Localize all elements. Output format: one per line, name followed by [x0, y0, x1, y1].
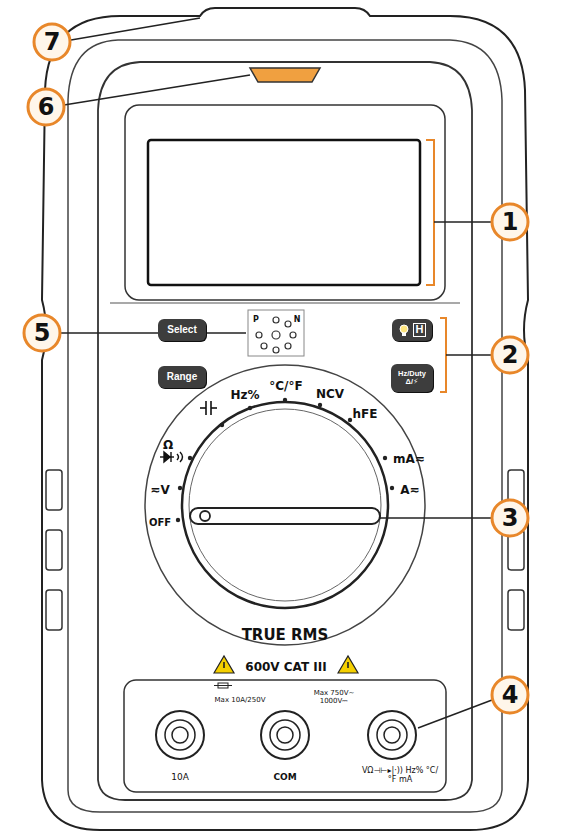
- dial-label-box: °C/°F: [269, 375, 302, 394]
- rotary-knob: [182, 402, 388, 608]
- dial-label: Hz%: [230, 389, 259, 402]
- callout-number: 7: [44, 29, 61, 55]
- knob-rim: [189, 409, 381, 601]
- voltage-rating-box: Max 750V~ 1000V⎓: [312, 688, 356, 707]
- jack-label: COM: [273, 773, 296, 783]
- holster-outline: [42, 8, 528, 830]
- push-button: Hz/DutyΔ/⚡: [391, 364, 433, 392]
- dial-label: hFE: [353, 408, 378, 421]
- jack-label-box: 10A: [171, 765, 189, 784]
- mode-letter: P: [253, 316, 259, 325]
- button-bracket: [440, 318, 446, 392]
- button-label: Δ/⚡: [406, 378, 419, 386]
- holster-inner: [68, 40, 502, 812]
- dial-label-box: A≂: [400, 479, 419, 498]
- button-text-stack: Hz/DutyΔ/⚡: [398, 370, 426, 386]
- callout-number: 3: [502, 505, 519, 531]
- callout-number: 6: [38, 94, 55, 120]
- button-label: H: [413, 323, 427, 337]
- dial-label: Ω: [163, 439, 173, 452]
- warning-triangles: [214, 656, 358, 673]
- capacitor-symbol: [200, 401, 217, 415]
- callout-number-box: 6: [38, 94, 55, 120]
- display-bezel: [125, 105, 445, 300]
- mode-letter: N: [294, 316, 301, 325]
- dial-label-box: mA≂: [393, 448, 425, 467]
- dial-label: A≂: [400, 484, 419, 497]
- mode-letter-box: P: [253, 307, 259, 326]
- dial-label: °C/°F: [269, 380, 302, 393]
- push-button: H: [392, 319, 432, 341]
- callout-circles: [24, 24, 528, 713]
- rating-label: 600V CAT III: [245, 661, 326, 674]
- mode-indicator: [248, 310, 304, 356]
- callout-number-box: 5: [34, 320, 51, 346]
- dial-label: NCV: [316, 388, 344, 401]
- rating-label-box: 600V CAT III: [245, 656, 326, 675]
- push-button: Select: [158, 319, 206, 341]
- button-face: Hz/DutyΔ/⚡: [398, 370, 426, 386]
- terminal-panel: [124, 680, 446, 792]
- button-label: Hz/Duty: [398, 370, 426, 378]
- fuse-rating-box: Max 10A/250V: [214, 687, 266, 706]
- jack-label-box: COM: [273, 765, 296, 784]
- display-bracket: [426, 140, 434, 285]
- dial-label: ≂V: [150, 484, 169, 497]
- diode-buzzer-symbol: [160, 452, 183, 462]
- button-text-stack: Range: [167, 372, 198, 383]
- pointer-mark: [200, 511, 210, 521]
- input-jacks: [156, 711, 416, 759]
- leader-lines: [61, 18, 492, 728]
- dial-label-box: Hz%: [230, 384, 259, 403]
- series-label-box: TRUE RMS: [242, 625, 329, 644]
- dial-label-box: hFE: [353, 403, 378, 422]
- fuse-symbol: [214, 683, 232, 688]
- jack-label-box: VΩ⊣⊢▸|·)) Hz% °C/°F mA: [361, 767, 439, 786]
- dial-bezel: [145, 365, 425, 645]
- dial-label-box: OFF: [149, 511, 171, 530]
- jack-label: VΩ⊣⊢▸|·)) Hz% °C/°F mA: [361, 767, 439, 785]
- panel-line: [110, 302, 460, 303]
- callout-number: 5: [34, 320, 51, 346]
- jack-label: 10A: [171, 773, 189, 783]
- dial-label-box: Ω: [163, 434, 173, 453]
- series-label: TRUE RMS: [242, 627, 329, 644]
- push-button: Range: [158, 366, 206, 388]
- button-label: Select: [167, 325, 196, 336]
- voltage-rating: Max 750V~ 1000V⎓: [312, 690, 356, 705]
- meter-face: [98, 62, 472, 800]
- callout-number: 2: [502, 342, 519, 368]
- button-face: Range: [167, 372, 198, 383]
- callout-number: 4: [502, 682, 519, 708]
- ncv-sensor: [250, 68, 320, 82]
- dial-label: mA≂: [393, 453, 425, 466]
- button-face: Select: [167, 325, 196, 336]
- callout-number-box: 7: [44, 29, 61, 55]
- dial-label-box: ≂V: [150, 479, 169, 498]
- knob-pointer: [190, 508, 380, 524]
- callout-number-box: 3: [502, 505, 519, 531]
- callout-number-box: 4: [502, 682, 519, 708]
- dial-label-box: NCV: [316, 383, 344, 402]
- button-label: Range: [167, 372, 198, 383]
- callout-number-box: 2: [502, 342, 519, 368]
- mode-letter-box: N: [294, 307, 301, 326]
- dial-label: OFF: [149, 517, 171, 528]
- lamp-icon: [398, 323, 410, 337]
- lcd-screen: [148, 140, 420, 285]
- dial-dots: [176, 398, 394, 522]
- callout-number-box: 1: [502, 209, 519, 235]
- button-text-stack: Select: [167, 325, 196, 336]
- button-text-stack: H: [413, 323, 427, 337]
- fuse-rating: Max 10A/250V: [214, 697, 266, 705]
- callout-number: 1: [502, 209, 519, 235]
- button-face: H: [398, 323, 427, 337]
